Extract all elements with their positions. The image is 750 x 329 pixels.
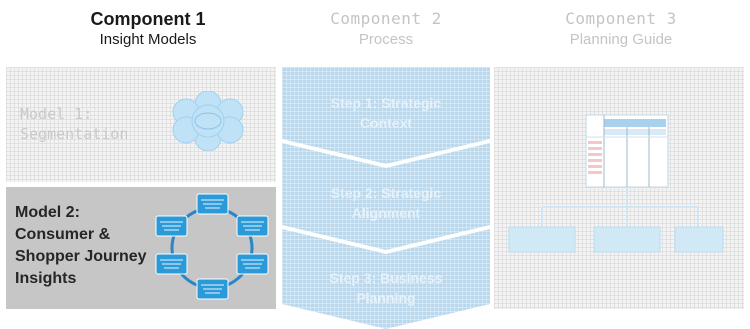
model-1-panel: Model 1: Segmentation bbox=[6, 67, 276, 182]
step-3-label: Step 3: Business Planning bbox=[282, 268, 490, 308]
planning-box-2 bbox=[593, 226, 661, 253]
step-1-chevron bbox=[282, 67, 490, 164]
step-1-label-line-2: Context bbox=[359, 115, 413, 131]
step-2-label-line-1: Step 2: Strategic bbox=[330, 185, 442, 201]
planning-table-icon bbox=[585, 114, 669, 188]
step-3-label-line-1: Step 3: Business bbox=[329, 270, 443, 286]
planning-guide-panel bbox=[494, 67, 744, 309]
process-column: Step 1: Strategic Context Step 2: Strate… bbox=[282, 67, 490, 329]
model-1-label-line-1: Model 1: bbox=[20, 105, 93, 123]
model-2-label-line-1: Model 2: bbox=[15, 204, 80, 221]
component-2-subtitle: Process bbox=[358, 31, 414, 48]
journey-cycle-diagram bbox=[155, 193, 269, 300]
model-1-label-line-2: Segmentation bbox=[20, 125, 129, 143]
component-1-header: Component 1 Insight Models bbox=[28, 8, 268, 50]
planning-box-1 bbox=[508, 226, 576, 253]
component-1-title: Component 1 bbox=[90, 9, 206, 29]
planning-guide-diagram bbox=[508, 114, 724, 253]
model-2-label: Model 2: Consumer & Shopper Journey Insi… bbox=[15, 202, 147, 290]
component-2-title: Component 2 bbox=[330, 9, 442, 28]
step-1-label-line-1: Step 1: Strategic bbox=[330, 95, 442, 111]
model-2-label-line-4: Insights bbox=[15, 270, 77, 287]
step-1-label: Step 1: Strategic Context bbox=[282, 93, 490, 133]
component-3-header: Component 3 Planning Guide bbox=[496, 8, 746, 50]
segmentation-flower-icon bbox=[172, 91, 244, 151]
process-chevrons bbox=[282, 67, 490, 329]
step-2-chevron bbox=[282, 143, 490, 250]
component-2-header: Component 2 Process bbox=[282, 8, 490, 50]
planning-box-3 bbox=[674, 226, 724, 253]
component-3-subtitle: Planning Guide bbox=[569, 31, 673, 48]
model-2-panel: Model 2: Consumer & Shopper Journey Insi… bbox=[6, 187, 276, 309]
step-3-chevron bbox=[282, 229, 490, 329]
step-3-label-line-2: Planning bbox=[356, 290, 416, 306]
model-2-label-line-2: Consumer & bbox=[15, 226, 111, 243]
step-2-label: Step 2: Strategic Alignment bbox=[282, 183, 490, 223]
component-1-subtitle: Insight Models bbox=[99, 31, 197, 48]
model-1-label: Model 1: Segmentation bbox=[20, 104, 128, 144]
step-2-label-line-2: Alignment bbox=[351, 205, 421, 221]
component-3-title: Component 3 bbox=[565, 9, 677, 28]
model-2-label-line-3: Shopper Journey bbox=[15, 248, 147, 265]
planning-connector-lines bbox=[541, 187, 699, 227]
